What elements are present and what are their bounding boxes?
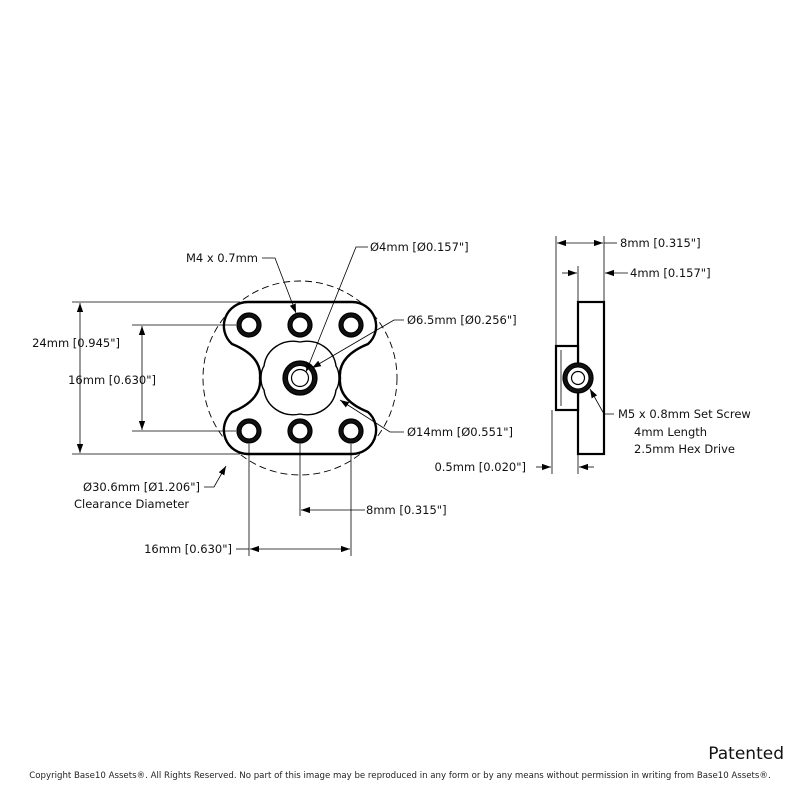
tapped-hole <box>338 418 364 444</box>
width-label: 16mm [0.630"] <box>144 542 232 556</box>
setscrew-label-3: 2.5mm Hex Drive <box>634 442 735 456</box>
bore-leader <box>305 246 368 373</box>
boss-leader <box>339 399 404 433</box>
offset-label: 0.5mm [0.020"] <box>434 460 526 474</box>
pitch-label: 8mm [0.315"] <box>366 503 447 517</box>
clearance-label-1: Ø30.6mm [Ø1.206"] <box>83 480 200 494</box>
thread-leader <box>262 257 297 314</box>
clearance-label-2: Clearance Diameter <box>74 497 189 511</box>
setscrew-label-2: 4mm Length <box>634 425 707 439</box>
set-screw <box>562 362 594 394</box>
setscrew-label-1: M5 x 0.8mm Set Screw <box>618 407 751 421</box>
plate-thickness-label: 4mm [0.157"] <box>630 266 711 280</box>
tapped-hole <box>287 312 313 338</box>
hub-label: Ø6.5mm [Ø0.256"] <box>407 313 517 327</box>
height-label: 24mm [0.945"] <box>32 336 120 350</box>
setscrew-leader <box>589 388 614 415</box>
tapped-hole <box>236 418 262 444</box>
row-spacing-label: 16mm [0.630"] <box>68 373 156 387</box>
clearance-circle <box>202 280 398 476</box>
side-view: 8mm [0.315"] 4mm [0.157"] M5 x 0.8mm Set… <box>434 236 751 474</box>
copyright-notice: Copyright Base10 Assets®. All Rights Res… <box>29 771 771 781</box>
center-bore <box>282 360 318 396</box>
bore-label: Ø4mm [Ø0.157"] <box>370 240 469 254</box>
patented-label: Patented <box>708 744 784 764</box>
tapped-hole <box>236 312 262 338</box>
front-view: M4 x 0.7mm Ø4mm [Ø0.157"] Ø6.5mm [Ø0.256… <box>32 240 517 556</box>
thickness-label: 8mm [0.315"] <box>620 236 701 250</box>
thread-label: M4 x 0.7mm <box>186 251 258 265</box>
clearance-leader <box>204 465 227 488</box>
tapped-hole <box>338 312 364 338</box>
boss-label: Ø14mm [Ø0.551"] <box>407 425 513 439</box>
hub-leader <box>311 319 404 369</box>
tapped-hole <box>287 418 313 444</box>
